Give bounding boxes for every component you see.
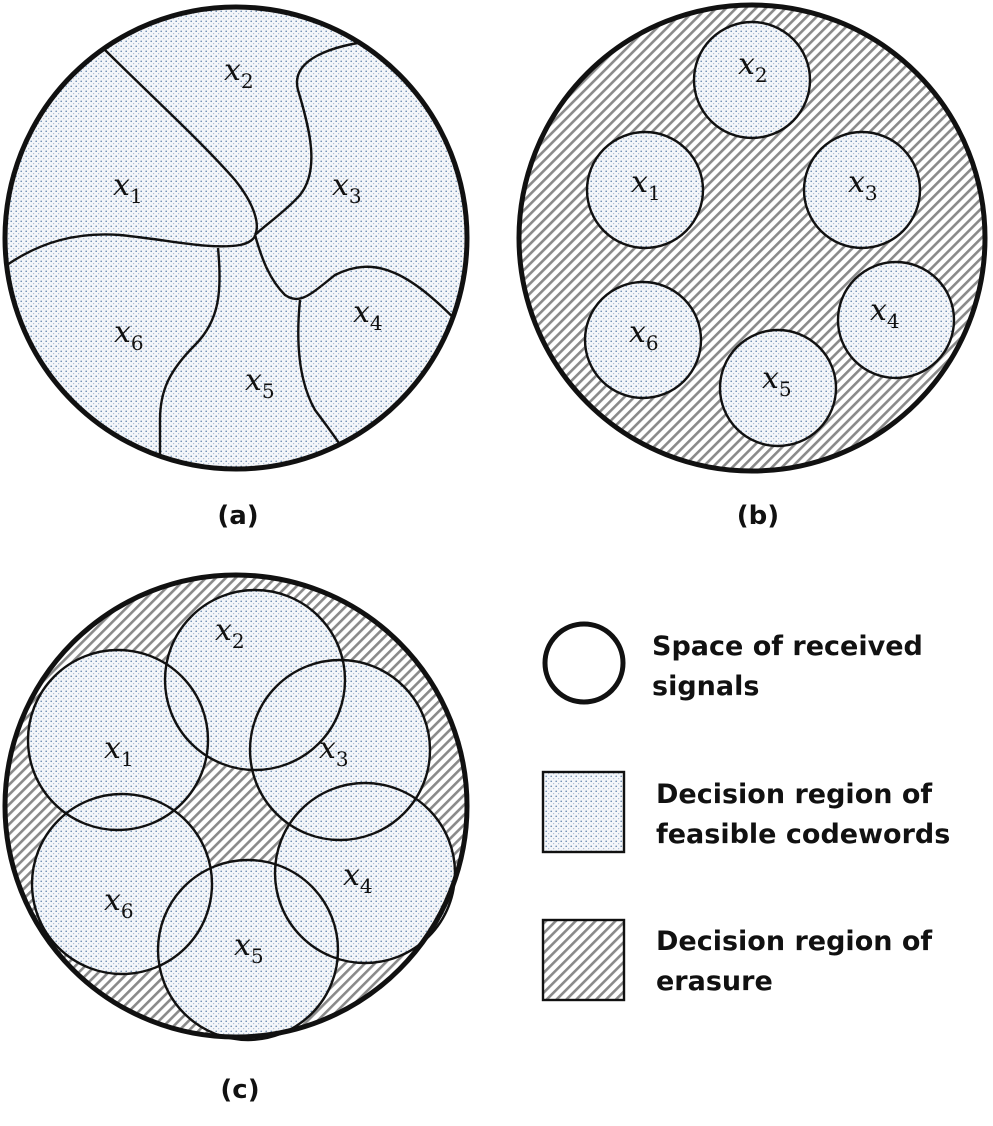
decision-boundaries-a — [5, 38, 467, 469]
decision-region-c-x6 — [30, 792, 214, 976]
codeword-label-b-x3: x3 — [848, 165, 878, 205]
legend-item-received-signals: Space of received signals — [542, 621, 923, 705]
codeword-label-a-x4: x4 — [353, 295, 383, 335]
received-space-circle-a — [5, 7, 467, 469]
decision-region-b-x6 — [583, 280, 703, 400]
panel-label-c: (c) — [220, 1075, 259, 1105]
codeword-label-b-x5: x5 — [762, 361, 792, 401]
codeword-label-c-x4: x4 — [343, 858, 373, 898]
codeword-label-c-x3: x3 — [319, 731, 349, 771]
codeword-label-c-x2: x2 — [215, 613, 245, 653]
legend-label-received-line2: signals — [652, 671, 759, 702]
decision-region-c-x2 — [163, 588, 347, 772]
decision-regions-b — [583, 20, 956, 448]
decision-region-b-x3 — [802, 130, 922, 250]
decision-region-b-x1 — [585, 130, 705, 250]
decision-region-outlines-c — [26, 588, 457, 1042]
received-space-outline-b — [516, 2, 988, 474]
codeword-label-b-x6: x6 — [629, 315, 659, 355]
codeword-label-a-x3: x3 — [332, 168, 362, 208]
codeword-label-b-x4: x4 — [870, 293, 900, 333]
legend-label-erasure-line1: Decision region of — [656, 926, 932, 957]
decision-region-b-x5 — [718, 328, 838, 448]
legend-label-feasible-line2: feasible codewords — [656, 819, 950, 850]
codeword-label-a-x6: x6 — [114, 315, 144, 355]
decision-region-c-x5 — [156, 858, 340, 1042]
codeword-label-b-x2: x2 — [738, 47, 768, 87]
decision-region-b-x2 — [692, 20, 812, 140]
codeword-label-c-x1: x1 — [104, 731, 134, 771]
panel-c: x2 x1 x3 x4 x5 x6 (c) — [2, 572, 470, 1105]
legend-item-erasure: Decision region of erasure — [541, 918, 932, 1002]
decision-region-c-x1 — [26, 648, 210, 832]
received-space-outline-c — [2, 572, 470, 1040]
codeword-label-a-x5: x5 — [245, 363, 275, 403]
decision-region-fills-c — [28, 590, 455, 1040]
panel-label-b: (b) — [737, 501, 779, 531]
legend-swatch-feasible — [541, 770, 626, 854]
codeword-label-a-x2: x2 — [224, 53, 254, 93]
legend-label-erasure-line2: erasure — [656, 966, 773, 997]
decision-region-b-x4 — [836, 260, 956, 380]
legend-swatch-erasure — [541, 918, 626, 1002]
received-space-outline-a — [2, 4, 470, 472]
decision-region-c-x3 — [248, 658, 432, 842]
panel-a: x2 x1 x3 x4 x5 x6 (a) — [2, 4, 470, 531]
legend-label-feasible-line1: Decision region of — [656, 779, 932, 810]
codeword-label-a-x1: x1 — [113, 168, 143, 208]
legend: Space of received signals Decision regio… — [541, 621, 950, 1002]
codeword-label-c-x6: x6 — [104, 883, 134, 923]
codeword-label-b-x1: x1 — [631, 165, 661, 205]
legend-item-feasible-codewords: Decision region of feasible codewords — [541, 770, 950, 854]
codeword-label-c-x5: x5 — [234, 928, 264, 968]
panel-b: x2 x1 x3 x4 x5 x6 (b) — [516, 2, 988, 531]
panel-label-a: (a) — [217, 501, 258, 531]
legend-swatch-received — [542, 621, 626, 705]
legend-label-received-line1: Space of received — [652, 631, 923, 662]
